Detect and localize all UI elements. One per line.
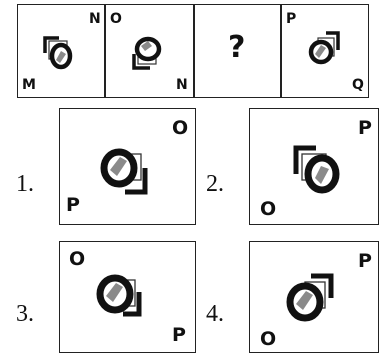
circle-square-symbol-option1: [97, 144, 157, 200]
option-3-label-bottom: P: [172, 326, 186, 345]
problem-fig4-label-bottom: Q: [352, 78, 364, 92]
option-3-label-top: O: [69, 250, 85, 269]
option-2-label-top: P: [358, 119, 372, 138]
option-2-number: 2.: [206, 172, 224, 196]
figure-divider: [193, 4, 195, 98]
option-1-label-bottom: P: [66, 196, 80, 215]
problem-fig4-label-top: P: [286, 12, 296, 26]
problem-fig2-label-bottom: N: [176, 78, 188, 92]
problem-fig2-label-top: O: [110, 12, 122, 26]
option-3-number: 3.: [16, 302, 34, 326]
figure-divider: [280, 4, 282, 98]
option-4-label-top: P: [358, 252, 372, 271]
circle-square-symbol-fig1: [41, 33, 77, 73]
option-4-label-bottom: O: [260, 330, 276, 349]
circle-square-symbol-option4: [283, 272, 343, 328]
option-4-number: 4.: [206, 302, 224, 326]
circle-square-symbol-option2: [288, 140, 348, 196]
problem-fig1-label-top: N: [89, 12, 101, 26]
option-2-label-bottom: O: [260, 200, 276, 219]
circle-square-symbol-fig2: [130, 32, 166, 72]
circle-square-symbol-option3: [93, 270, 153, 326]
option-1-label-top: O: [172, 119, 188, 138]
question-mark: ?: [228, 33, 245, 63]
figure-divider: [104, 4, 106, 98]
option-1-number: 1.: [16, 172, 34, 196]
problem-fig1-label-bottom: M: [22, 78, 36, 92]
circle-square-symbol-fig4: [306, 30, 342, 70]
